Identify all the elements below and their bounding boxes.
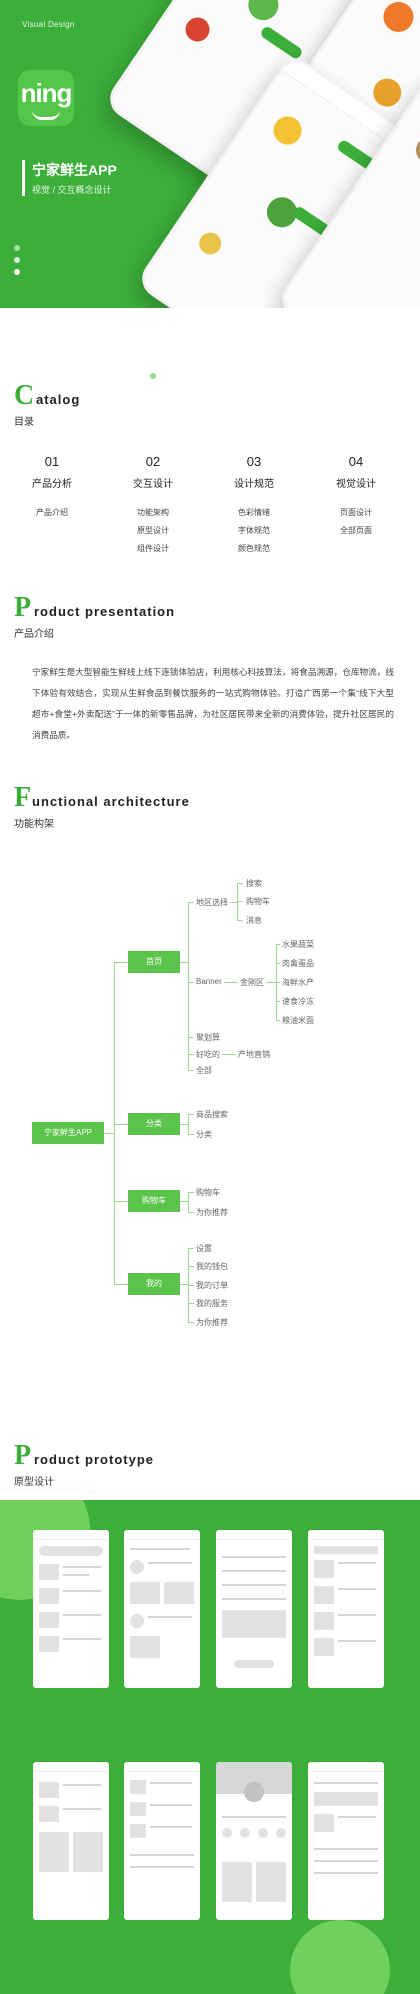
catalog-item: 颜色规范: [238, 544, 270, 553]
presentation-word: roduct presentation: [34, 604, 176, 619]
presentation-paragraph: 宁家鲜生是大型智能生鲜线上线下连锁体验店，利用核心科技算法，将食品溯源，仓库物流…: [32, 667, 394, 740]
tree-node-cart: 购物车: [128, 1190, 180, 1212]
catalog-title: 视觉设计: [336, 479, 376, 490]
architecture-word: unctional architecture: [32, 794, 190, 809]
lemon-icon: [268, 111, 308, 150]
tree-leaf: 商品搜索: [196, 1110, 228, 1119]
tree-leaf: 地区选择: [196, 898, 228, 907]
tomato-icon: [180, 12, 215, 47]
hero-banner: Visual Design ning 宁家鲜生APP 视觉 / 交互概念设计: [0, 0, 420, 308]
tree-leaf: 粮油米面: [282, 1016, 314, 1025]
logo-text: ning: [20, 78, 73, 108]
catalog-title: 产品分析: [32, 479, 72, 490]
tree-leaf: 海鲜水产: [282, 978, 314, 987]
tree-node-mine: 我的: [128, 1273, 180, 1295]
tree-leaf: 速食冷冻: [282, 997, 314, 1006]
pumpkin-icon: [367, 73, 407, 113]
catalog-word: atalog: [36, 392, 81, 407]
mushroom-icon: [410, 132, 420, 169]
presentation-cn-title: 产品介绍: [14, 629, 54, 640]
hero-title-bar: [22, 160, 25, 196]
hero-dot: [14, 269, 20, 275]
catalog-item: 色彩情绪: [238, 508, 270, 517]
wireframe-screen: [124, 1530, 200, 1688]
tree-leaf: 为你推荐: [196, 1318, 228, 1327]
tree-node-home: 首页: [128, 951, 180, 973]
tree-leaf: 设置: [196, 1244, 212, 1253]
hero-dot: [14, 245, 20, 251]
tree-leaf: Banner: [196, 977, 222, 986]
prototype-showcase: [0, 1500, 420, 1994]
tree-leaf: 我的钱包: [196, 1262, 228, 1271]
hero-subtitle: 视觉 / 交互概念设计: [32, 185, 112, 195]
catalog-item: 组件设计: [137, 544, 169, 553]
tree-leaf: 购物车: [246, 897, 270, 906]
carrot-icon: [377, 0, 420, 38]
tree-leaf: 产地直销: [238, 1050, 270, 1059]
architecture-initial: F: [14, 782, 32, 813]
deco-dot: [150, 373, 156, 379]
presentation-initial: P: [14, 592, 32, 623]
catalog-item: 全部页面: [340, 526, 372, 535]
tree-leaf: 肉禽蛋品: [282, 959, 314, 968]
architecture-cn-title: 功能构架: [14, 819, 54, 830]
catalog-item: 原型设计: [137, 526, 169, 535]
catalog-num: 02: [145, 454, 161, 469]
hero-top-label: Visual Design: [22, 20, 75, 29]
tree-leaf: 聚划算: [196, 1033, 220, 1042]
catalog-item: 功能架构: [137, 508, 169, 517]
prototype-initial: P: [14, 1440, 32, 1471]
tree-leaf: 水果蔬菜: [282, 940, 314, 949]
catalog-column: 04 视觉设计 页面设计 全部页面: [316, 454, 396, 540]
catalog-column: 01 产品分析 产品介绍: [12, 454, 92, 522]
tree-leaf: 消息: [246, 916, 262, 925]
catalog-initial: C: [14, 380, 35, 411]
prototype-word: roduct prototype: [34, 1452, 154, 1467]
tree-root-node: 宁家鲜生APP: [32, 1122, 104, 1144]
catalog-num: 04: [348, 454, 364, 469]
wireframe-screen: [216, 1530, 292, 1688]
tree-leaf: 搜索: [246, 879, 262, 888]
prototype-cn-title: 原型设计: [14, 1477, 54, 1488]
catalog-column: 02 交互设计 功能架构 原型设计 组件设计: [113, 454, 193, 558]
wireframe-screen: [33, 1762, 109, 1920]
tree-leaf: 我的订单: [196, 1281, 228, 1290]
app-logo: ning: [18, 70, 74, 126]
catalog-cn-title: 目录: [14, 417, 34, 428]
catalog-column: 03 设计规范 色彩情绪 字体规范 颜色规范: [214, 454, 294, 558]
catalog-title: 交互设计: [133, 479, 173, 490]
catalog-num: 01: [44, 454, 60, 469]
tree-leaf: 金刚区: [240, 978, 264, 987]
wireframe-screen: [308, 1762, 384, 1920]
deco-blob: [290, 1920, 390, 1994]
hero-title: 宁家鲜生APP: [32, 162, 117, 178]
tree-leaf: 分类: [196, 1130, 212, 1139]
catalog-num: 03: [246, 454, 262, 469]
hero-dot: [14, 257, 20, 263]
wireframe-screen: [33, 1530, 109, 1688]
tree-leaf: 购物车: [196, 1188, 220, 1197]
tree-leaf: 为你推荐: [196, 1208, 228, 1217]
tree-leaf: 我的服务: [196, 1299, 228, 1308]
wireframe-screen: [216, 1762, 292, 1920]
catalog-item: 页面设计: [340, 508, 372, 517]
lettuce-icon: [242, 0, 285, 26]
catalog-item: 产品介绍: [36, 508, 68, 517]
catalog-title: 设计规范: [234, 479, 274, 490]
logo-smile-icon: [32, 110, 60, 120]
corn-icon: [194, 228, 226, 259]
tree-leaf: 好吃的: [196, 1050, 220, 1059]
tree-node-category: 分类: [128, 1113, 180, 1135]
catalog-item: 字体规范: [238, 526, 270, 535]
wireframe-screen: [308, 1530, 384, 1688]
tree-leaf: 全部: [196, 1066, 212, 1075]
wireframe-screen: [124, 1762, 200, 1920]
